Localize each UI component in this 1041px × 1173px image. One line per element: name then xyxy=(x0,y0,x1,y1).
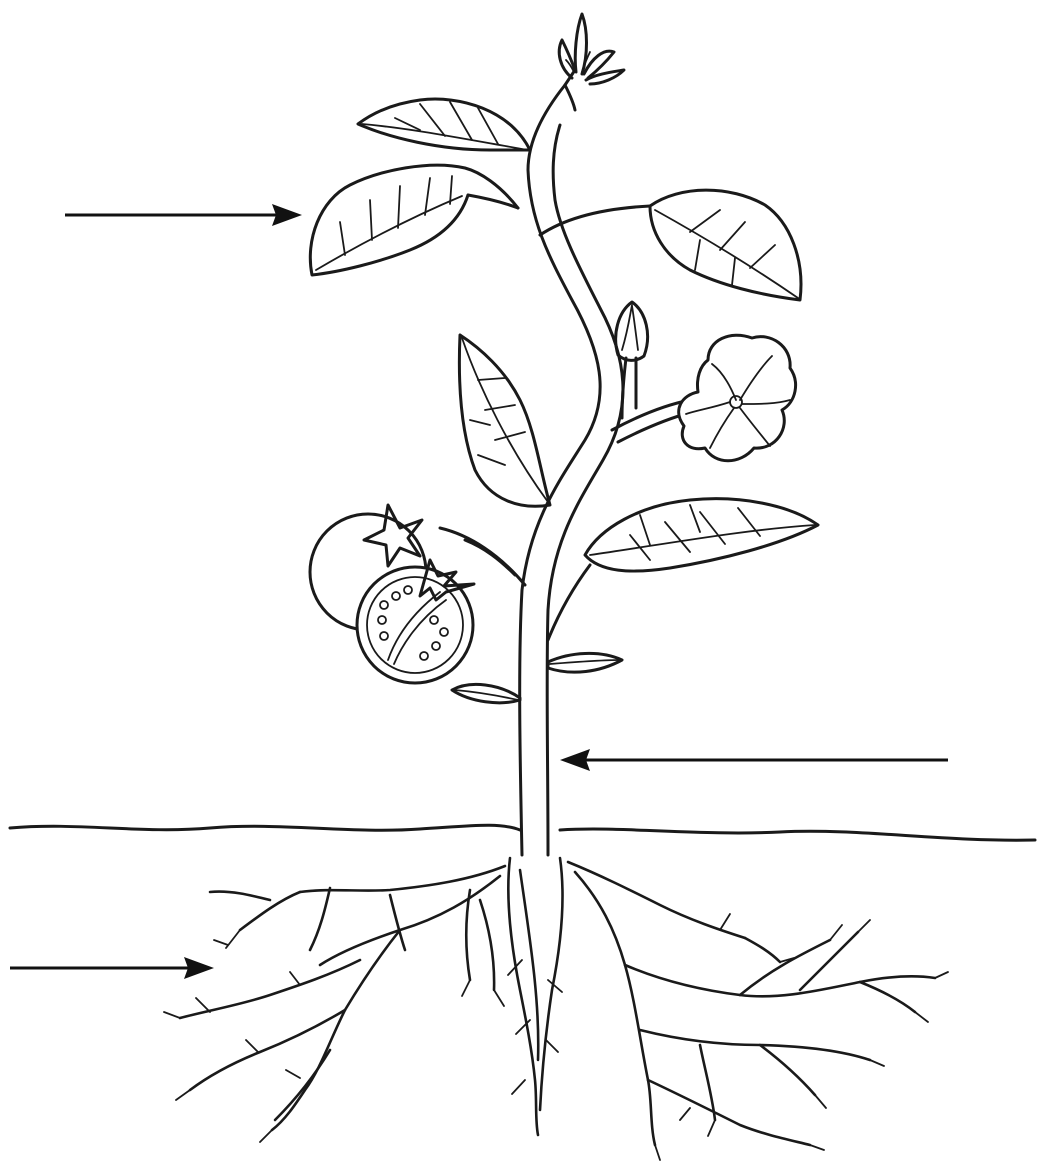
leaf-upper-right xyxy=(540,190,801,300)
pointer-leaf xyxy=(65,204,302,226)
stem xyxy=(520,70,623,855)
pointer-stem xyxy=(560,749,948,771)
leaf-middle-left xyxy=(459,335,550,506)
leaf-upper-left xyxy=(358,99,530,150)
root xyxy=(164,858,948,1160)
top-bud xyxy=(559,14,624,84)
flower xyxy=(612,335,796,461)
small-leaves xyxy=(452,653,622,702)
leaf xyxy=(310,165,518,275)
leaf-middle-right xyxy=(548,499,818,640)
pointer-root xyxy=(10,957,214,979)
tomato-fruits xyxy=(310,505,525,683)
